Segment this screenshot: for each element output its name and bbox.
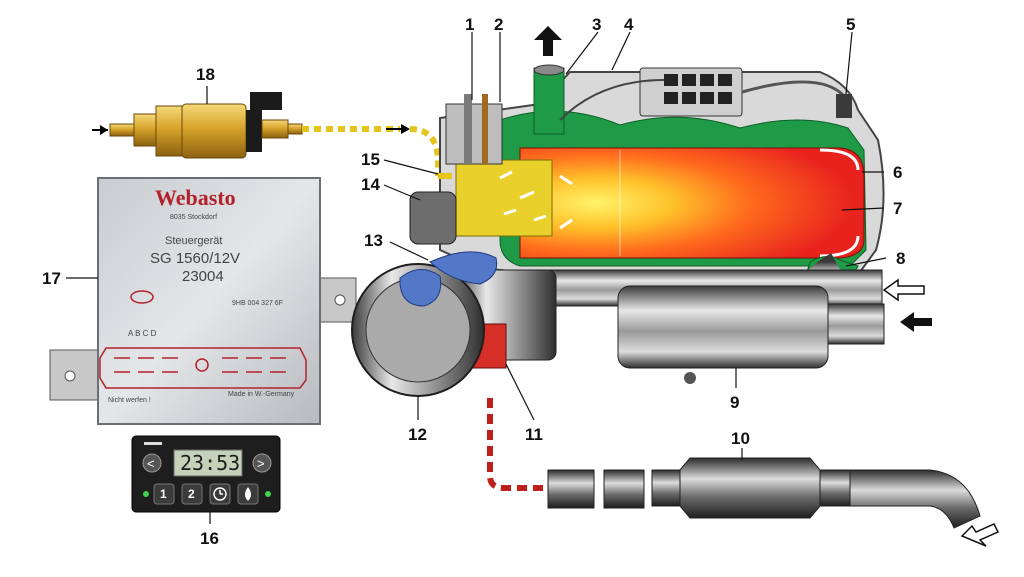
label-18: 18 (196, 65, 215, 84)
timer-button-1-label: 1 (160, 487, 167, 501)
ecu-city: 8035 Stockdorf (170, 214, 217, 221)
ecu-made: Made in W.-Germany (228, 391, 295, 398)
ecu-title: Steuergerät (165, 235, 222, 247)
fuel-line (302, 124, 441, 176)
timer-left-button[interactable] (142, 453, 162, 473)
leader-lines (66, 31, 887, 524)
timer-button-2-label: 2 (188, 487, 195, 501)
exhaust-out-arrow-icon (960, 523, 1000, 547)
fuel-pump (92, 92, 303, 159)
clock-icon (213, 487, 227, 501)
chevron-right-icon: > (257, 456, 265, 471)
ecu-model: SG 1560/12V (150, 250, 240, 267)
label-8: 8 (896, 249, 905, 268)
label-13: 13 (364, 231, 383, 250)
exhaust-up-arrow-icon (534, 26, 562, 56)
callout-labels: 1 2 3 4 5 6 7 8 9 10 11 12 13 14 15 16 1… (42, 15, 905, 548)
label-1: 1 (465, 15, 474, 34)
label-16: 16 (200, 529, 219, 548)
ecu-code: 23004 (182, 268, 224, 285)
flow-arrows (534, 26, 932, 332)
label-3: 3 (592, 15, 601, 34)
air-in-arrow-icon (882, 278, 925, 302)
label-15: 15 (361, 150, 380, 169)
fuel-in-arrow-icon (100, 125, 108, 135)
label-6: 6 (893, 163, 902, 182)
label-10: 10 (731, 429, 750, 448)
flame-icon (245, 487, 251, 501)
water-in-arrow-icon (900, 312, 932, 332)
heat-led-icon (265, 491, 271, 497)
label-7: 7 (893, 199, 902, 218)
fuel-flow-arrow-icon (401, 124, 410, 134)
exhaust-line (487, 398, 1000, 547)
heater-unit (351, 64, 885, 397)
ecu-brand: Webasto (155, 185, 236, 210)
label-12: 12 (408, 425, 427, 444)
ecu-pins: A B C D (128, 329, 157, 338)
hella-logo-icon (130, 290, 154, 304)
ecu-warning: Nicht werfen ! (108, 397, 151, 404)
timer-button-1[interactable] (153, 483, 175, 505)
label-9: 9 (730, 393, 739, 412)
label-4: 4 (624, 15, 634, 34)
ecu-connector (99, 347, 307, 389)
label-17: 17 (42, 269, 61, 288)
label-11: 11 (525, 425, 543, 444)
control-unit: Webasto 8035 Stockdorf Steuergerät SG 15… (49, 177, 357, 425)
timer-display (173, 449, 243, 477)
ecu-partno: 9HB 004 327 6F (232, 300, 283, 307)
label-5: 5 (846, 15, 855, 34)
status-led-icon (143, 491, 149, 497)
timer-display-text: 23:53 (180, 451, 240, 475)
timer-button-2[interactable] (181, 483, 203, 505)
timer-panel: < 23:53 > 1 2 (131, 435, 281, 513)
label-14: 14 (361, 175, 380, 194)
chevron-left-icon: < (147, 456, 155, 471)
timer-right-button[interactable] (252, 453, 272, 473)
label-2: 2 (494, 15, 503, 34)
